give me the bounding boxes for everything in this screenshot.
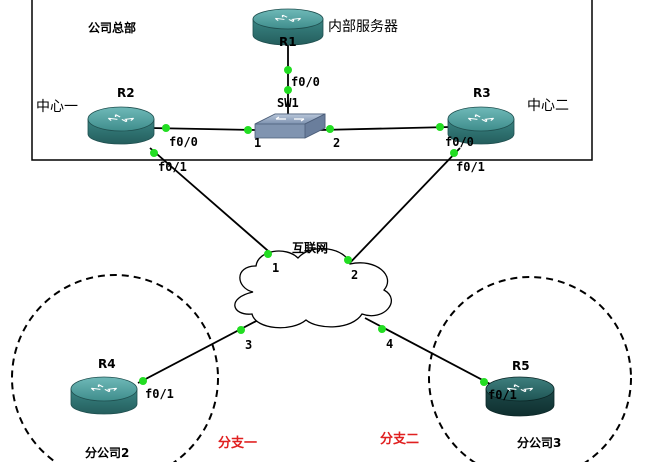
router-r4[interactable]: [70, 376, 138, 415]
links: [137, 42, 493, 386]
link-sw1-r3: [319, 126, 451, 131]
branch-2-site-label: 分公司3: [517, 435, 561, 450]
r1-name: R1: [279, 35, 297, 49]
hq-boundary: [31, 0, 593, 161]
branch-1-label: 分支一: [218, 435, 257, 451]
branch-2-label: 分支二: [380, 431, 419, 447]
router-r3[interactable]: [447, 106, 515, 145]
link-r2-internet: [149, 147, 291, 271]
hq-title: 公司总部: [88, 20, 136, 35]
internet-cloud: [234, 248, 392, 329]
router-r5[interactable]: [485, 376, 555, 417]
branch-2-boundary: [428, 276, 632, 462]
r2-name: R2: [117, 86, 135, 100]
internet-port2-label: 2: [351, 268, 358, 282]
internet-label: 互联网: [292, 241, 328, 255]
link-internet-r5: [364, 317, 493, 386]
r1-port-label: f0/0: [291, 75, 320, 89]
branch-1-site-label: 分公司2: [85, 445, 129, 460]
r2-lan-port-label: f0/0: [169, 135, 198, 149]
sw1-name: SW1: [277, 96, 299, 110]
r2-wan-port-label: f0/1: [158, 160, 187, 174]
switch-sw1[interactable]: [254, 113, 326, 139]
server-label: 内部服务器: [328, 19, 398, 35]
link-dots: [139, 66, 488, 386]
r3-lan-port-label: f0/0: [445, 135, 474, 149]
internet-port1-label: 1: [272, 261, 279, 275]
r4-name: R4: [98, 357, 116, 371]
sw1-port1-label: 1: [254, 136, 261, 150]
router-r1[interactable]: [252, 8, 324, 46]
link-r3-internet: [344, 147, 461, 269]
sw1-port2-label: 2: [333, 136, 340, 150]
r4-port-label: f0/1: [145, 387, 174, 401]
internet-port4-label: 4: [386, 337, 393, 351]
r3-label: 中心二: [527, 98, 569, 114]
internet-port3-label: 3: [245, 338, 252, 352]
router-r2[interactable]: [87, 106, 155, 145]
r5-port-label: f0/1: [488, 388, 517, 402]
r3-wan-port-label: f0/1: [456, 160, 485, 174]
r5-name: R5: [512, 359, 530, 373]
branch-1-boundary: [11, 274, 219, 462]
r3-name: R3: [473, 86, 491, 100]
r2-label: 中心一: [36, 99, 78, 115]
